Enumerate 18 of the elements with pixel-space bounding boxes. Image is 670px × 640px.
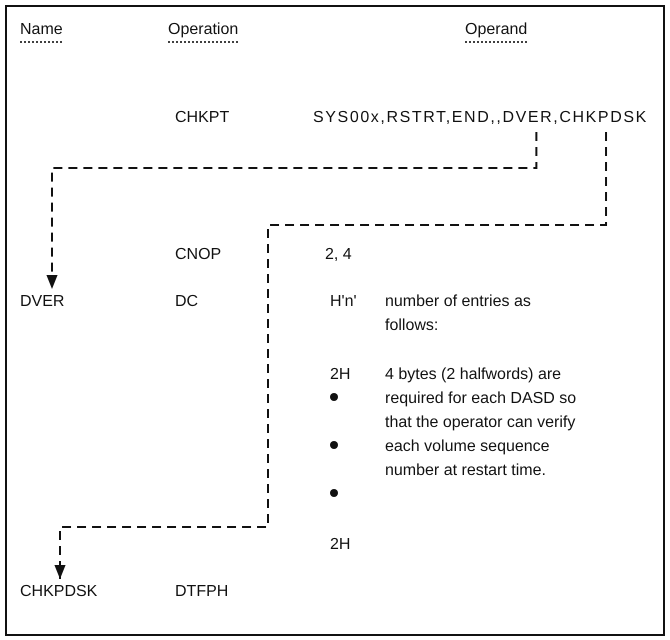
- operation-code: CNOP: [175, 245, 222, 265]
- operand-value: 2H: [330, 365, 350, 385]
- arrow: [54, 132, 608, 579]
- operand-value: 2, 4: [325, 245, 352, 265]
- operand-text: SYS00x,RSTRT,END,,DVER,CHKPDSK: [313, 106, 648, 130]
- arrow: [46, 132, 538, 289]
- comment-text: number of entries as follows:: [385, 292, 532, 336]
- operation-code: DC: [175, 292, 198, 312]
- operation-code: CHKPT: [175, 108, 230, 128]
- operation-code: DTFPH: [175, 582, 228, 602]
- operand-value: 2H: [330, 535, 350, 555]
- comment-text: 4 bytes (2 halfwords) are required for each DASD so that the operator can verify each volume sequence number at restart time.: [385, 365, 578, 481]
- name-label: CHKPDSK: [20, 580, 98, 604]
- column-header: Name: [20, 20, 63, 40]
- column-header: Operand: [465, 20, 528, 40]
- operand-value: H'n': [330, 292, 357, 312]
- column-header: Operation: [168, 20, 238, 40]
- name-label: DVER: [20, 290, 64, 314]
